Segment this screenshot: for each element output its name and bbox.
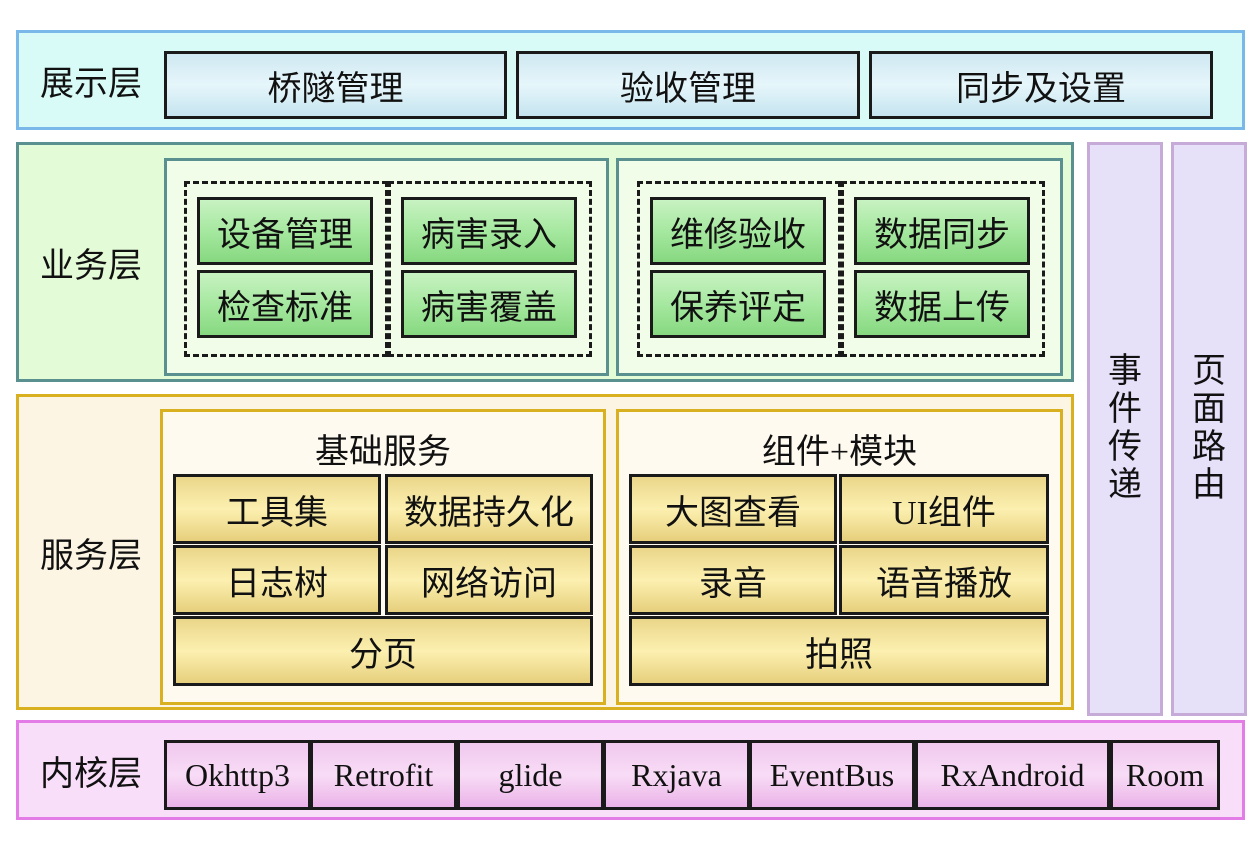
item-pagination[interactable]: 分页 [173,616,593,686]
service-group-components-title: 组件+模块 [761,434,918,471]
item-audio-recording[interactable]: 录音 [629,545,837,615]
business-layer: 业务层 设备管理 检查标准 病害录入 病害覆盖 维修验收 保养评定 数据同步 数… [16,142,1074,382]
business-subgroup-defect: 病害录入 病害覆盖 [388,181,592,357]
service-group-basic-title: 基础服务 [315,434,451,471]
kernel-layer: 内核层 Okhttp3 Retrofit glide Rxjava EventB… [16,720,1245,820]
item-defect-entry[interactable]: 病害录入 [401,197,577,265]
library-retrofit[interactable]: Retrofit [310,740,457,810]
item-repair-acceptance[interactable]: 维修验收 [650,197,826,265]
page-router-bar[interactable]: 页面路由 [1171,142,1247,716]
item-network-access[interactable]: 网络访问 [385,545,593,615]
module-sync-settings[interactable]: 同步及设置 [869,51,1213,119]
item-defect-coverage[interactable]: 病害覆盖 [401,270,577,338]
module-bridge-tunnel-management[interactable]: 桥隧管理 [164,51,507,119]
item-image-viewer[interactable]: 大图查看 [629,474,837,544]
event-bus-label: 事件传递 [1108,353,1142,504]
business-subgroup-data: 数据同步 数据上传 [841,181,1045,357]
item-log-tree[interactable]: 日志树 [173,545,381,615]
library-rxandroid[interactable]: RxAndroid [915,740,1110,810]
item-maintenance-evaluation[interactable]: 保养评定 [650,270,826,338]
presentation-layer-label: 展示层 [40,65,142,103]
item-data-persistence[interactable]: 数据持久化 [385,474,593,544]
library-glide[interactable]: glide [457,740,604,810]
business-subgroup-acceptance: 维修验收 保养评定 [637,181,841,357]
item-ui-components[interactable]: UI组件 [839,474,1049,544]
item-data-sync[interactable]: 数据同步 [854,197,1030,265]
business-group-acceptance-sync: 维修验收 保养评定 数据同步 数据上传 [616,158,1063,376]
event-bus-bar[interactable]: 事件传递 [1087,142,1163,716]
service-group-components: 组件+模块 大图查看 UI组件 录音 语音播放 拍照 [616,409,1063,705]
item-data-upload[interactable]: 数据上传 [854,270,1030,338]
item-photo-capture[interactable]: 拍照 [629,616,1049,686]
business-subgroup-equipment: 设备管理 检查标准 [184,181,388,357]
item-toolset[interactable]: 工具集 [173,474,381,544]
business-group-inspection: 设备管理 检查标准 病害录入 病害覆盖 [164,158,609,376]
presentation-layer: 展示层 桥隧管理 验收管理 同步及设置 [16,30,1245,130]
page-router-label: 页面路由 [1192,353,1226,504]
module-acceptance-management[interactable]: 验收管理 [516,51,860,119]
item-inspection-standard[interactable]: 检查标准 [197,270,373,338]
library-rxjava[interactable]: Rxjava [603,740,750,810]
item-equipment-management[interactable]: 设备管理 [197,197,373,265]
kernel-layer-label: 内核层 [40,755,142,793]
item-audio-playback[interactable]: 语音播放 [839,545,1049,615]
service-layer-label: 服务层 [40,537,142,575]
library-eventbus[interactable]: EventBus [749,740,915,810]
service-group-basic: 基础服务 工具集 数据持久化 日志树 网络访问 分页 [160,409,606,705]
service-layer: 服务层 基础服务 工具集 数据持久化 日志树 网络访问 分页 组件+模块 大图查… [16,394,1074,710]
library-okhttp3[interactable]: Okhttp3 [164,740,311,810]
business-layer-label: 业务层 [40,247,142,285]
library-room[interactable]: Room [1110,740,1220,810]
